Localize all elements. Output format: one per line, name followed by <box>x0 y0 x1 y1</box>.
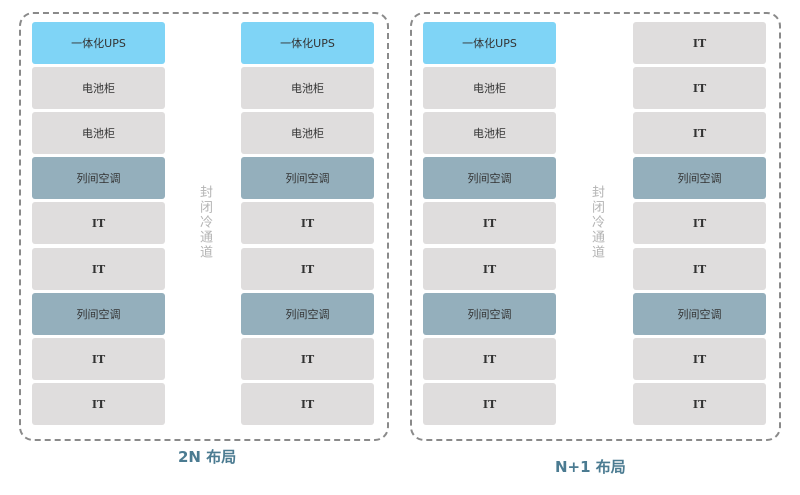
it-rack: IT <box>241 338 374 380</box>
it-rack: IT <box>32 202 165 244</box>
it-rack: IT <box>241 202 374 244</box>
inrow-ac: 列间空调 <box>241 157 374 199</box>
battery-cabinet: 电池柜 <box>423 112 556 154</box>
inrow-ac: 列间空调 <box>633 293 766 335</box>
it-rack: IT <box>633 383 766 425</box>
caption-n1: N+1 布局 <box>555 458 626 476</box>
it-rack: IT <box>633 22 766 64</box>
it-rack: IT <box>633 248 766 290</box>
it-rack: IT <box>633 338 766 380</box>
cold-aisle-label-2n: 封闭冷通道 <box>197 185 212 260</box>
battery-cabinet: 电池柜 <box>32 112 165 154</box>
it-rack: IT <box>423 383 556 425</box>
it-rack: IT <box>423 202 556 244</box>
inrow-ac: 列间空调 <box>423 293 556 335</box>
it-rack: IT <box>633 67 766 109</box>
it-rack: IT <box>633 202 766 244</box>
caption-2n: 2N 布局 <box>178 448 237 466</box>
it-rack: IT <box>32 248 165 290</box>
it-rack: IT <box>633 112 766 154</box>
battery-cabinet: 电池柜 <box>32 67 165 109</box>
it-rack: IT <box>423 338 556 380</box>
ups-cabinet: 一体化UPS <box>32 22 165 64</box>
ups-cabinet: 一体化UPS <box>241 22 374 64</box>
it-rack: IT <box>32 338 165 380</box>
cold-aisle-label-n1: 封闭冷通道 <box>589 185 604 260</box>
inrow-ac: 列间空调 <box>633 157 766 199</box>
it-rack: IT <box>423 248 556 290</box>
layout-2n-group <box>19 12 389 441</box>
inrow-ac: 列间空调 <box>241 293 374 335</box>
inrow-ac: 列间空调 <box>32 293 165 335</box>
it-rack: IT <box>241 248 374 290</box>
it-rack: IT <box>241 383 374 425</box>
battery-cabinet: 电池柜 <box>241 112 374 154</box>
battery-cabinet: 电池柜 <box>241 67 374 109</box>
ups-cabinet: 一体化UPS <box>423 22 556 64</box>
layout-n1-group <box>410 12 781 441</box>
inrow-ac: 列间空调 <box>423 157 556 199</box>
it-rack: IT <box>32 383 165 425</box>
battery-cabinet: 电池柜 <box>423 67 556 109</box>
inrow-ac: 列间空调 <box>32 157 165 199</box>
